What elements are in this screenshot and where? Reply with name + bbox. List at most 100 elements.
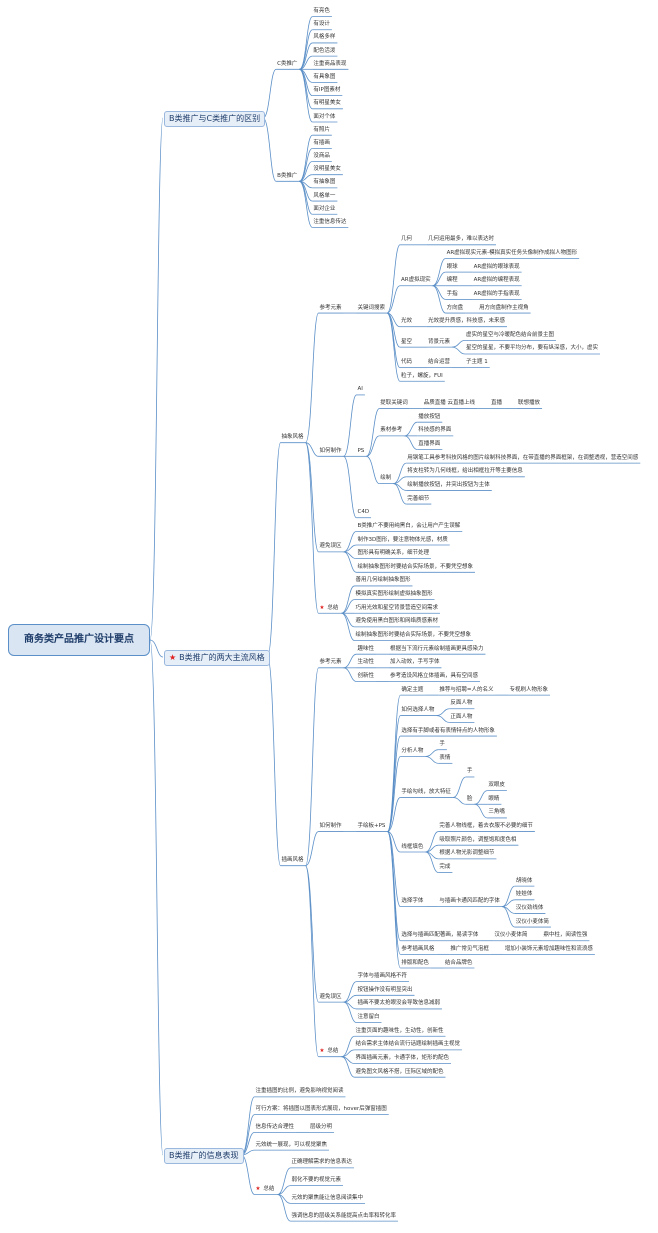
sub-node: 星空的星星，不要平均分布，要有纵深感，大小，虚实 xyxy=(466,346,598,352)
connector xyxy=(341,1035,355,1058)
sub-node: 反面人物 xyxy=(450,701,472,707)
sub-node-label: 背景元素 xyxy=(427,338,450,345)
sub-node-label: 手指 xyxy=(446,290,458,297)
sub-node-label: 风格单一 xyxy=(313,192,336,199)
connector xyxy=(366,455,380,485)
sub-node: 注重信息传达 xyxy=(313,218,347,226)
sub-node-label: 避免使用黑白图形和网络质感素材 xyxy=(355,618,438,625)
sub-node-label: 插画不要太抢眼没会导致信息减弱 xyxy=(357,1000,440,1007)
connector xyxy=(305,667,319,867)
sub-node-label: 注重信息传达 xyxy=(313,218,347,225)
sub-node-label: 眼球 xyxy=(446,263,458,270)
connector xyxy=(387,831,401,969)
sub-node: 双眼皮 xyxy=(488,782,505,789)
sub-node-label: 分析人物 xyxy=(401,748,424,755)
sub-node-label: 完善细节 xyxy=(407,495,430,502)
sub-node: 按钮操作没有明显突出 xyxy=(357,987,412,994)
sub-node: 光效 xyxy=(401,318,412,325)
sub-node-label: 脸 xyxy=(466,795,473,802)
branch-node-label: B类推广的信息表现 xyxy=(169,1151,239,1160)
sub-node: 完善细节 xyxy=(407,495,430,503)
sub-node-label: 注重页面的趣味性，生动性，创新性 xyxy=(355,1027,444,1034)
sub-node: 有具象图 xyxy=(313,74,335,81)
connector xyxy=(343,394,357,457)
sub-node-label: 注重插图的比例，避免影响视觉阅读 xyxy=(255,1088,344,1095)
branch-node: B类推广的信息表现 xyxy=(164,1148,244,1164)
sub-node-label: 子主题 1 xyxy=(465,359,488,366)
sub-node-label: 善用几何绘制抽象图形 xyxy=(355,577,411,584)
sub-node-label: B类推广 xyxy=(277,172,298,179)
sub-node-label: B类推广不要用纯黑白，会让用户产生误解 xyxy=(357,522,461,529)
sub-node: 三角嘴 xyxy=(488,810,505,816)
sub-node: C4D xyxy=(357,509,370,516)
sub-node: 专视刷人物形象 xyxy=(510,687,549,694)
sub-node: 字体与插画风格不符 xyxy=(357,973,407,980)
sub-node: 鼎中柱，阅读性强 xyxy=(543,932,587,939)
sub-node-label: 如何制作 xyxy=(319,823,342,830)
sub-node-label: 抽象风格 xyxy=(281,434,304,441)
branch-node-label: B类推广与C类推广的区别 xyxy=(169,114,261,123)
connector xyxy=(299,68,313,123)
sub-node: 用钢笔工具参考科技风格的图片绘制科技界面，在带直播的界面框架，在调整透视，营造空… xyxy=(407,455,638,462)
sub-node: 弱化不要的视觉元素 xyxy=(291,1177,341,1184)
branch-node: ★B类推广的两大主流风格 xyxy=(164,650,270,666)
sub-node-label: 汉仪劲线体 xyxy=(515,904,544,911)
sub-node: 汉仪小麦体简 xyxy=(516,919,549,926)
sub-node-label: 推荐与招聘=人的名义 xyxy=(439,686,494,693)
sub-node: 制作3D图形，要注意物体光感，材质 xyxy=(357,537,447,544)
sub-node: 面对企业 xyxy=(313,206,335,213)
connector xyxy=(366,435,380,457)
sub-node: 推广常见气泡框 xyxy=(450,945,489,953)
sub-node: 结合运营 xyxy=(428,359,450,366)
sub-node: 手绘板+PS xyxy=(357,823,385,830)
sub-node-label: 元效统一展现，可以视觉聚焦 xyxy=(255,1141,327,1148)
sub-node-label: 根据当下流行元素绘制插画更具感染力 xyxy=(389,645,484,652)
sub-node-label: 没明星美女 xyxy=(313,166,341,173)
sub-node: 参考插画风格 xyxy=(401,946,434,953)
sub-node-label: 科技感的界面 xyxy=(418,427,452,434)
connector xyxy=(474,790,488,805)
sub-node: 确定主题 xyxy=(401,687,423,694)
sub-node: 风格多样 xyxy=(313,35,335,41)
sub-node: 创新性 xyxy=(357,673,374,680)
connector xyxy=(387,694,401,832)
sub-node-label: 将支柱转为几何线框，给出相框拉开等主要信息 xyxy=(407,468,523,475)
sub-node: 参考元素 xyxy=(319,305,341,312)
connector xyxy=(432,285,446,314)
sub-node: 粒子，螺旋，FUI xyxy=(401,373,443,380)
connector xyxy=(387,831,401,853)
sub-node-label: 注意留白 xyxy=(357,1014,380,1021)
connector xyxy=(149,639,164,1156)
sub-node: 代码 xyxy=(401,359,412,366)
sub-node: ★总结 xyxy=(255,1186,274,1193)
sub-node: ★总结 xyxy=(319,605,338,612)
sub-node: AR虚拟的手指表现 xyxy=(474,291,520,298)
sub-node: 光效提升质感，科技感，未来感 xyxy=(428,318,505,325)
sub-node-label: 信息传达合理性 xyxy=(255,1123,294,1130)
sub-node: 避免使用黑白图形和网络质感素材 xyxy=(355,619,438,625)
connector xyxy=(262,68,277,119)
sub-node-label: 汉仪小麦体简 xyxy=(494,932,528,939)
sub-node: 手指 xyxy=(446,290,458,298)
sub-node-label: C4D xyxy=(357,509,370,516)
sub-node-label: 推广常见气泡框 xyxy=(450,945,489,952)
sub-node: 如何制作 xyxy=(319,448,341,455)
sub-node-label: 娃娃体 xyxy=(515,891,533,898)
sub-node-label: 风格多样 xyxy=(313,34,336,41)
sub-node: 科技感的界面 xyxy=(418,428,451,434)
connector xyxy=(451,346,466,355)
sub-node: 选择与插画匹配著画，易读字体 xyxy=(401,932,478,939)
sub-node: 善用几何绘制抽象图形 xyxy=(355,578,410,584)
sub-node-label: AI xyxy=(357,386,363,393)
sub-node-label: 巧用光效和星空背景营造空间需求 xyxy=(355,604,438,611)
sub-node-label: 排版和配色 xyxy=(401,959,429,966)
sub-node: 完善人物线框，着去衣服不必要的细节 xyxy=(439,823,533,830)
sub-node: 配色活泼 xyxy=(313,48,335,55)
sub-node-label: 虚实的星空与冷暖配色结合前景主图 xyxy=(465,331,554,338)
sub-node-label: 三角嘴 xyxy=(488,809,505,816)
connector xyxy=(298,180,313,228)
sub-node: 提取关键词 xyxy=(380,400,408,407)
connector xyxy=(277,1167,291,1195)
sub-node: 关键词搜索 xyxy=(357,305,385,312)
sub-node: 有插画 xyxy=(313,140,330,147)
